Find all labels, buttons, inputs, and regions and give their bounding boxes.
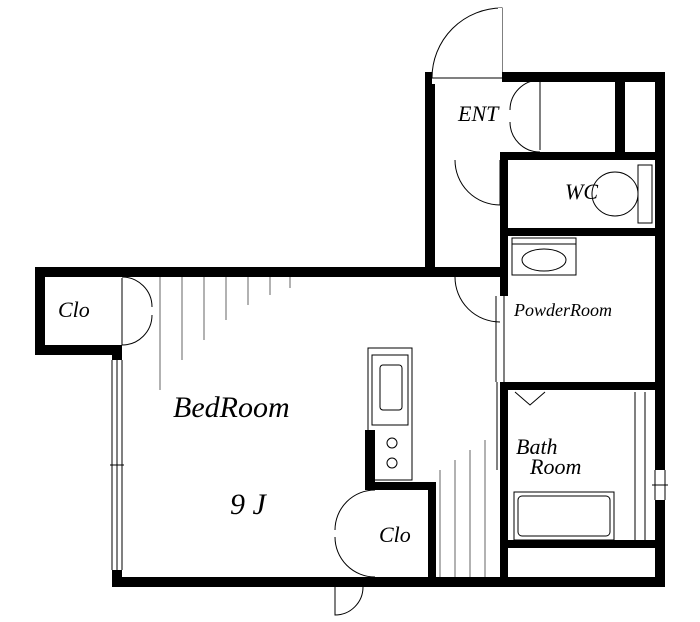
exterior-walls <box>35 72 665 587</box>
toilet <box>591 164 653 224</box>
storage-lines <box>159 277 486 577</box>
bath-label-line1: Bath <box>516 434 558 459</box>
bedroom-label: BedRoom <box>173 391 290 424</box>
bedroom-size-label: 9 J <box>230 488 266 521</box>
interior-walls <box>365 72 665 587</box>
powder-room-label: PowderRoom <box>514 300 612 320</box>
wc-label: WC <box>565 179 598 204</box>
closet-bottom-label: Clo <box>379 522 411 547</box>
bathtub <box>513 391 668 541</box>
bath-label-line2: Room <box>530 454 582 479</box>
closet-left-label: Clo <box>58 297 90 322</box>
sink <box>511 237 577 276</box>
entrance-label: ENT <box>458 101 499 126</box>
window <box>110 360 124 570</box>
kitchen <box>367 347 413 481</box>
doors <box>121 7 541 616</box>
